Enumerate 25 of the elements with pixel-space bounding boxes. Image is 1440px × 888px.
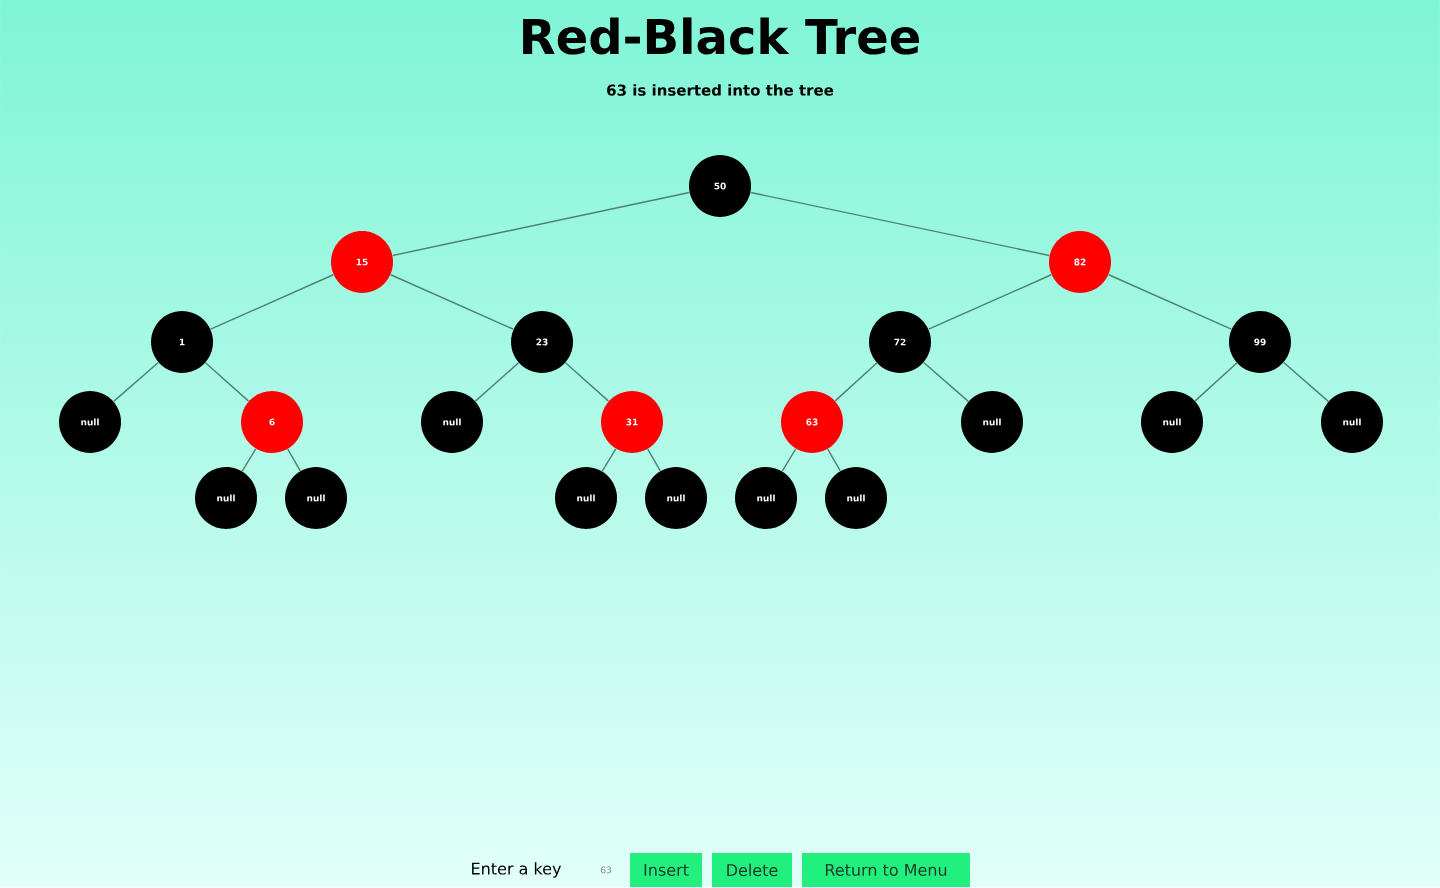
tree-edge xyxy=(204,362,250,402)
tree-edge xyxy=(1194,362,1238,402)
button: Return to Menu xyxy=(802,852,970,887)
tree-edge xyxy=(928,274,1052,330)
tree-edge xyxy=(834,362,878,402)
tree-edge xyxy=(392,191,690,257)
tree-edge xyxy=(827,448,841,472)
tree-edge xyxy=(647,448,661,472)
tree-edge xyxy=(1108,274,1232,330)
title: Red-Black Tree xyxy=(523,17,919,55)
tree-edge xyxy=(390,274,515,330)
tree-edge xyxy=(564,362,610,402)
tree-edge xyxy=(241,448,257,472)
tree-edge xyxy=(113,361,160,403)
tree-edge xyxy=(1283,361,1329,403)
button: Delete xyxy=(712,852,792,887)
tree-edge xyxy=(923,361,969,403)
input-label: Enter a key xyxy=(472,862,561,878)
tree-edge xyxy=(750,191,1050,257)
tree-edge xyxy=(474,362,520,402)
tree-edge xyxy=(210,274,334,330)
tree-edge xyxy=(601,448,617,472)
tree-edge xyxy=(781,448,797,472)
tree-edge xyxy=(287,448,301,472)
button: Insert xyxy=(630,852,702,887)
